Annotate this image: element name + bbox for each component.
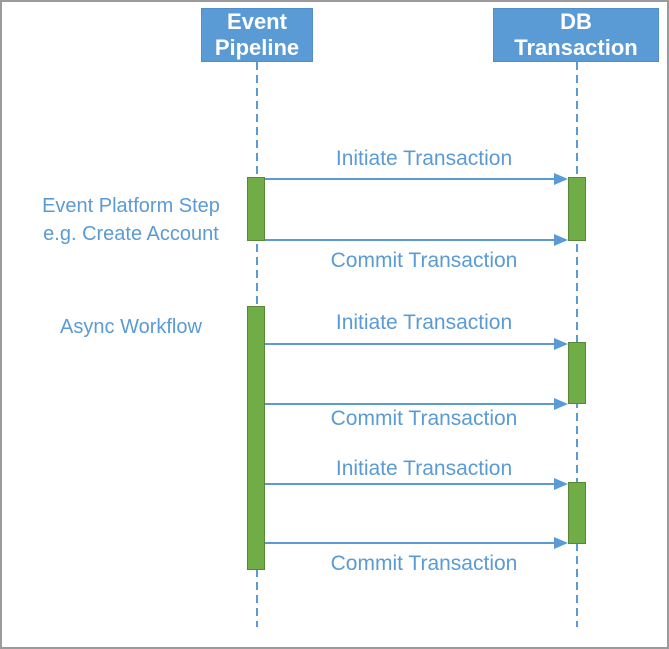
lifeline-head-db-transaction: DB Transaction <box>493 8 659 62</box>
message-label-initiate-1: Initiate Transaction <box>335 147 513 170</box>
lifeline-head-db-transaction-line2: Transaction <box>514 35 638 60</box>
message-arrow-initiate-3 <box>265 478 568 490</box>
arrow-line <box>265 178 557 180</box>
message-arrow-commit-1 <box>265 234 568 246</box>
arrow-head-right-icon <box>554 537 568 549</box>
arrow-line <box>265 239 557 241</box>
side-label-event-platform-step-line1: Event Platform Step <box>42 195 220 217</box>
activation-bar-db-transaction-1 <box>568 177 586 241</box>
arrow-head-right-icon <box>554 173 568 185</box>
message-label-commit-3: Commit Transaction <box>330 552 518 575</box>
arrow-line <box>265 542 557 544</box>
side-label-async-workflow-line1: Async Workflow <box>60 316 202 338</box>
side-label-event-platform-step-line2: e.g. Create Account <box>43 223 219 245</box>
lifeline-head-event-pipeline: Event Pipeline <box>201 8 313 62</box>
side-label-event-platform-step: Event Platform Step e.g. Create Account <box>20 192 242 248</box>
arrow-head-right-icon <box>554 398 568 410</box>
arrow-head-right-icon <box>554 478 568 490</box>
lifeline-head-db-transaction-line1: DB <box>560 9 592 34</box>
message-label-initiate-3: Initiate Transaction <box>335 457 513 480</box>
message-arrow-commit-3 <box>265 537 568 549</box>
arrow-line <box>265 403 557 405</box>
arrow-line <box>265 343 557 345</box>
lifeline-head-event-pipeline-line2: Pipeline <box>214 35 300 60</box>
arrow-head-right-icon <box>554 234 568 246</box>
activation-bar-db-transaction-3 <box>568 482 586 544</box>
message-label-initiate-2: Initiate Transaction <box>335 311 513 334</box>
message-arrow-initiate-1 <box>265 173 568 185</box>
message-label-commit-1: Commit Transaction <box>330 249 518 272</box>
arrow-line <box>265 483 557 485</box>
message-label-commit-2: Commit Transaction <box>330 407 518 430</box>
message-arrow-initiate-2 <box>265 338 568 350</box>
activation-bar-db-transaction-2 <box>568 342 586 404</box>
side-label-async-workflow: Async Workflow <box>20 313 242 341</box>
activation-bar-event-pipeline-1 <box>247 177 265 241</box>
activation-bar-event-pipeline-2 <box>247 306 265 570</box>
arrow-head-right-icon <box>554 338 568 350</box>
lifeline-head-event-pipeline-line1: Event <box>227 9 287 34</box>
message-arrow-commit-2 <box>265 398 568 410</box>
